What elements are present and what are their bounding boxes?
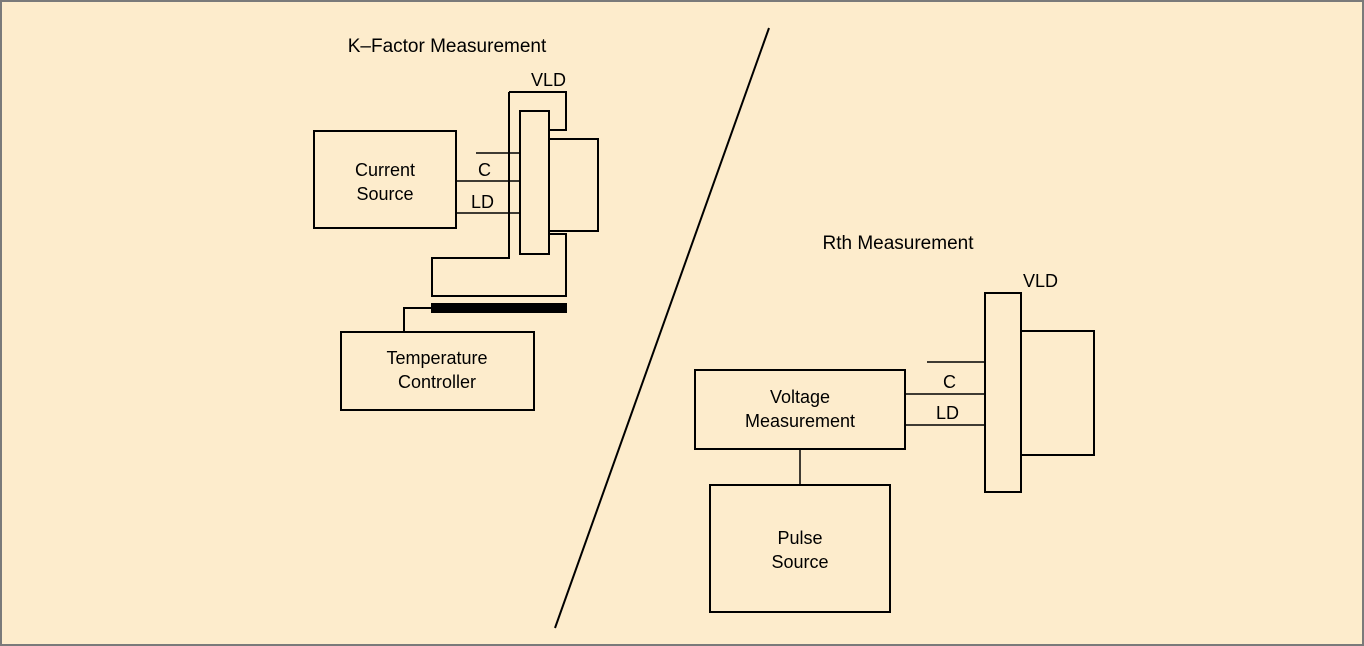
rth-ld-label: LD (936, 403, 959, 423)
rth-c-label: C (943, 372, 956, 392)
current-source-box (313, 130, 457, 229)
kfactor-ld-label: LD (471, 192, 494, 212)
kfactor-vld-label: VLD (531, 70, 566, 90)
rth-title: Rth Measurement (822, 233, 974, 254)
temperature-controller-wire (403, 307, 431, 332)
temperature-controller-box (340, 331, 535, 411)
kfactor-section: K–Factor Measurement VLD Current Source … (313, 36, 599, 411)
rth-vld-body (1020, 330, 1095, 456)
kfactor-title: K–Factor Measurement (348, 36, 547, 57)
kfactor-vld-body (548, 138, 599, 232)
section-divider (554, 27, 770, 629)
thermal-plate (431, 303, 567, 313)
voltage-measurement-label: Voltage (770, 387, 830, 407)
rth-section: Rth Measurement VLD Voltage Measurement … (694, 233, 1095, 613)
temperature-controller-label: Temperature (386, 348, 487, 368)
kfactor-mount-frame (431, 91, 567, 297)
voltage-measurement-label: Measurement (745, 411, 855, 431)
current-source-label: Source (356, 184, 413, 204)
temperature-controller-label: Controller (398, 372, 476, 392)
pulse-source-label: Source (771, 552, 828, 572)
kfactor-c-label: C (478, 160, 491, 180)
pulse-source-box (709, 484, 891, 613)
rth-vld-label: VLD (1023, 271, 1058, 291)
current-source-label: Current (355, 160, 415, 180)
pulse-source-label: Pulse (777, 528, 822, 548)
